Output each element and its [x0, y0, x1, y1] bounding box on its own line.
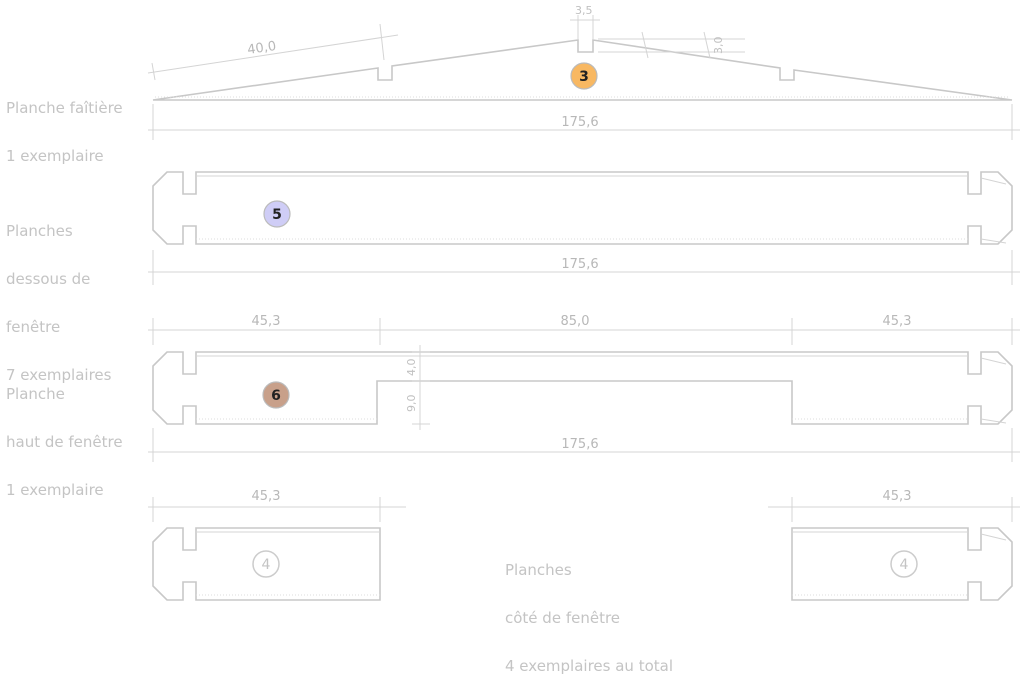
under-window-label-line-1: Planches — [6, 222, 73, 240]
side-window-right-length-label: 45,3 — [883, 489, 912, 504]
top-window-middle-length-label: 85,0 — [561, 314, 590, 329]
top-window-label-line-3: 1 exemplaire — [6, 481, 104, 499]
under-window-board-label: Planches dessous de fenêtre 7 exemplaire… — [6, 191, 111, 399]
top-window-label-line-1: Planche — [6, 385, 65, 403]
top-window-left-length-label: 45,3 — [252, 314, 281, 329]
badge-4-left-number: 4 — [262, 557, 271, 573]
ridge-board: 40,0 3,5 3,0 175,6 3 — [147, 4, 1020, 140]
badge-5-number: 5 — [272, 207, 282, 223]
badge-4-right-number: 4 — [900, 557, 909, 573]
under-window-board-outline — [152, 171, 1013, 245]
slope-dimension-line — [147, 34, 399, 74]
side-window-boards: 45,3 4 45,3 4 — [148, 489, 1020, 601]
under-window-label-line-2: dessous de — [6, 270, 91, 288]
badge-5 — [263, 200, 291, 228]
ridge-board-outline — [152, 39, 1013, 101]
badge-3-number: 3 — [579, 69, 589, 85]
under-window-board: 175,6 5 — [148, 171, 1020, 285]
ridge-total-length-label: 175,6 — [561, 115, 598, 130]
side-window-label-line-3: 4 exemplaires au total — [505, 657, 673, 675]
ridge-label-line-2: 1 exemplaire — [6, 147, 104, 165]
side-window-label-line-2: côté de fenêtre — [505, 609, 621, 627]
notch-depth-label: 3,0 — [712, 37, 725, 55]
badge-4-left — [252, 550, 280, 578]
badge-6 — [262, 381, 290, 409]
side-window-boards-label: Planches côté de fenêtre 4 exemplaires a… — [505, 530, 673, 690]
top-window-board: 45,3 85,0 45,3 4,0 9,0 175,6 6 — [148, 314, 1020, 462]
ridge-label-line-1: Planche faîtière — [6, 99, 123, 117]
ridge-board-label: Planche faîtière 1 exemplaire — [6, 68, 123, 180]
under-window-total-length-label: 175,6 — [561, 257, 598, 272]
badge-4-right — [890, 550, 918, 578]
woodworking-diagram: 40,0 3,5 3,0 175,6 3 175,6 5 — [147, 4, 1020, 601]
top-window-right-length-label: 45,3 — [883, 314, 912, 329]
badge-6-number: 6 — [271, 388, 281, 404]
top-window-cut-depth-1-label: 4,0 — [405, 359, 418, 377]
under-window-label-line-3: fenêtre — [6, 318, 61, 336]
notch-width-label: 3,5 — [575, 4, 593, 17]
top-window-board-label: Planche haut de fenêtre 1 exemplaire — [6, 354, 123, 514]
top-window-board-outline — [152, 351, 1013, 425]
side-window-left-length-label: 45,3 — [252, 489, 281, 504]
top-window-label-line-2: haut de fenêtre — [6, 433, 123, 451]
slope-length-label: 40,0 — [246, 39, 277, 58]
badge-3 — [570, 62, 598, 90]
top-window-total-length-label: 175,6 — [561, 437, 598, 452]
side-window-right-board-outline — [791, 527, 1013, 601]
top-window-cut-depth-2-label: 9,0 — [405, 395, 418, 413]
under-window-label-line-4: 7 exemplaires — [6, 366, 112, 384]
side-window-left-board-outline — [152, 527, 381, 601]
side-window-label-line-1: Planches — [505, 561, 572, 579]
